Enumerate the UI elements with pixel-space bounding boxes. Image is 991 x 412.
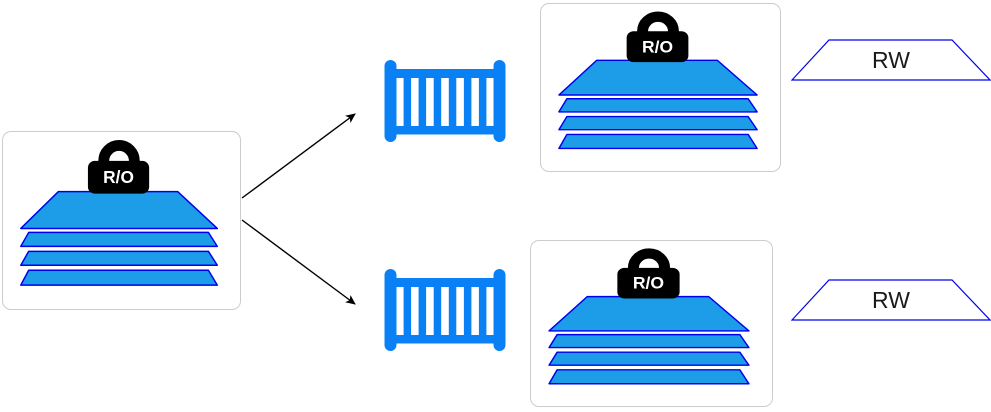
rw-layer-top: RW [791,39,991,81]
arrow-to-bottom-container [241,219,356,305]
lock-label: R/O [103,167,134,187]
crib-container-icon-bottom [384,269,506,351]
image-layer [548,369,750,385]
image-layer [548,333,750,349]
image-layer [548,351,750,366]
crib-container-icon-top [384,60,506,142]
image-layer [20,250,219,266]
rw-label: RW [872,287,910,313]
image-layer [558,98,758,113]
image-layer [558,133,758,150]
rw-label: RW [872,47,910,73]
image-layer [558,59,758,96]
layer-stack: R/O [20,140,219,286]
container-bottom-box: R/O [530,240,773,407]
layer-stack: R/O [548,248,750,385]
arrow-to-top-container [241,113,356,199]
image-layer [20,231,219,248]
image-layer [20,269,219,286]
lock-icon: R/O [617,248,680,299]
rw-layer-bottom: RW [791,279,991,321]
layer-stack: R/O [558,11,758,150]
source-image-box: R/O [2,131,241,310]
lock-label: R/O [633,274,664,292]
container-top-box: R/O [540,3,781,172]
lock-label: R/O [642,38,673,56]
lock-icon: R/O [87,140,150,194]
image-layer [548,295,750,332]
image-layer [558,115,758,131]
lock-icon: R/O [626,11,689,63]
